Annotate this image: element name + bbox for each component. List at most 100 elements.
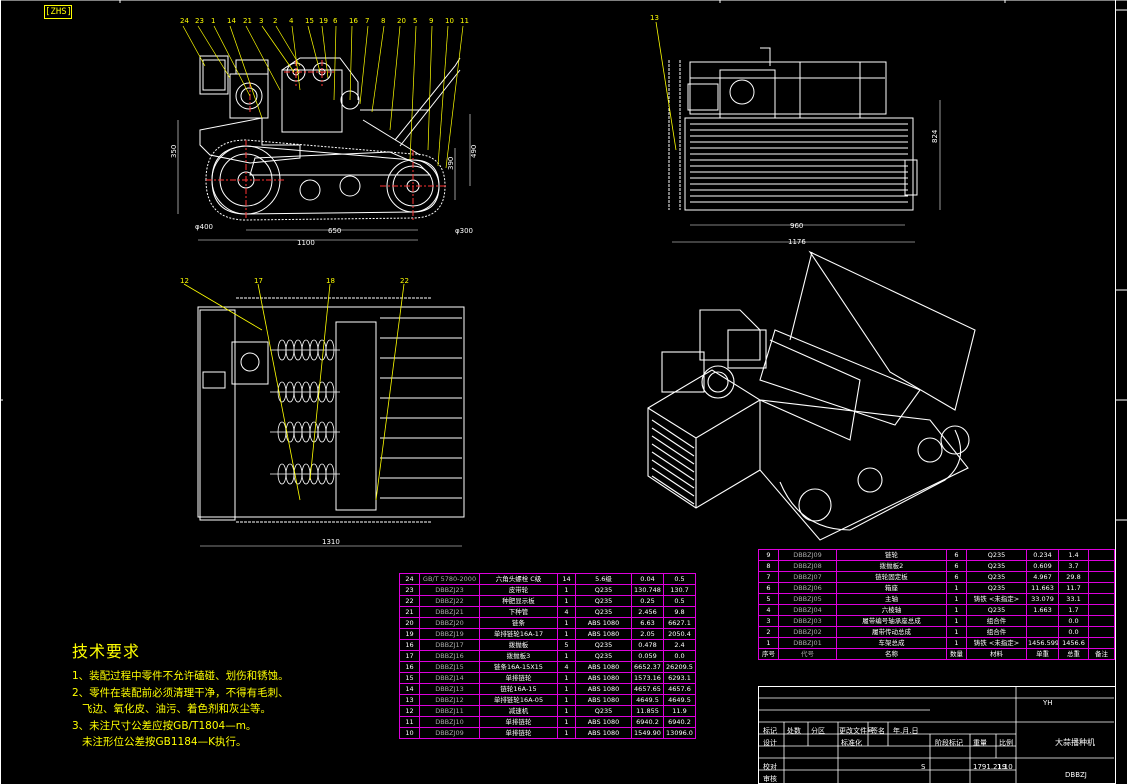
bom-cell: DBBZJ02 [778,626,837,638]
bom-cell: 主轴 [836,593,947,605]
bom-cell: 1 [946,582,967,594]
side-view [668,47,941,243]
tb-name: 大蒜播种机 [1055,738,1095,747]
bom-cell: 14 [557,573,576,585]
bom-cell: 14 [399,683,420,695]
bom-cell: 组合件 [966,626,1027,638]
bom-cell [1088,637,1115,649]
bom-cell: 3.7 [1058,560,1089,572]
bom-cell: 六棱轴 [836,604,947,616]
bom-cell: DBBZJ09 [778,549,837,561]
bom-cell: 1 [946,637,967,649]
bom-cell [1026,615,1059,627]
bom-cell: Q235 [966,604,1027,616]
balloon-17: 17 [254,277,263,285]
bom-cell: ABS 1080 [575,694,632,706]
title-block-lines [758,686,1114,784]
bom-cell: 组合件 [966,615,1027,627]
bom-cell: 序号 [758,648,779,660]
bom-cell: 1.7 [1058,604,1089,616]
dim-824: 824 [931,129,939,143]
bom-cell: 1 [557,672,576,684]
bom-cell: 4 [758,604,779,616]
louver-line [651,459,695,489]
bom-cell: 8 [758,560,779,572]
bom-cell: DBBZJ16 [419,650,480,662]
bom-cell: 10 [399,727,420,739]
tb-scale-value: 1:10 [997,763,1013,771]
bom-cell: 拨抛板3 [479,650,558,662]
dim-350: 350 [170,145,178,158]
bom-cell: DBBZJ23 [419,584,480,596]
dim-490: 490 [470,145,478,158]
bom-cell: 2 [758,626,779,638]
bom-cell: 11 [399,716,420,728]
bom-cell: Q235 [575,650,632,662]
bom-cell: 2050.4 [663,628,696,640]
bom-cell: 代号 [778,648,837,660]
bom-cell: 6627.1 [663,617,696,629]
bom-cell: 0.5 [663,573,696,585]
bom-cell: 11.855 [631,705,664,717]
tb-sign: 签名 [871,727,885,735]
bom-cell: 单排链轮 [479,727,558,739]
bom-cell: 130.748 [631,584,664,596]
balloon-leader [427,25,433,151]
tb-zone: 分区 [811,727,825,735]
tb-std: 标准化 [841,739,862,747]
bom-cell: 1573.16 [631,672,664,684]
bom-cell: 拨抛板2 [836,560,947,572]
bom-cell [1088,626,1115,638]
bom-cell: 1456.599 [1026,637,1059,649]
louver-line [651,435,695,465]
tech-line-3: 飞边、氧化皮、油污、着色剂和灰尘等。 [72,703,272,715]
balloon-20: 20 [397,17,406,25]
bom-cell: 16 [399,661,420,673]
bom-cell: 11.663 [1026,582,1059,594]
bom-cell: 种肥显示板 [479,595,558,607]
bom-cell: 1 [946,604,967,616]
tech-line-4: 3、未注尺寸公差应按GB/T1804—m。 [72,719,257,732]
bom-cell: 下种管 [479,606,558,618]
bom-cell: 15 [399,672,420,684]
bom-cell: 2.4 [663,639,696,651]
tb-drawing-no: DBBZJ [1065,771,1087,779]
tb-mark: 标记 [763,727,777,735]
bom-cell: 4.967 [1026,571,1059,583]
bom-cell: 单排链轮 [479,716,558,728]
tb-scale: 比例 [999,739,1013,747]
bom-cell: 29.8 [1058,571,1089,583]
bom-cell: 1 [557,694,576,706]
balloon-leader [359,25,369,105]
bom-cell: 皮带轮 [479,584,558,596]
bom-row: 序号代号名称数量材料单重总重备注 [758,648,1115,660]
bom-cell: DBBZJ14 [419,672,480,684]
balloon-7: 7 [365,17,369,25]
bom-cell [1088,604,1115,616]
bom-cell: 数量 [946,648,967,660]
bom-cell: 6293.1 [663,672,696,684]
bom-cell: 23 [399,584,420,596]
balloon-leader [333,25,337,101]
bom-cell: 2.456 [631,606,664,618]
bom-cell: 0.059 [631,650,664,662]
tech-line-2: 2、零件在装配前必须清理干净，不得有毛刺、 [72,686,289,699]
bom-cell: ABS 1080 [575,727,632,739]
louver-line [651,419,695,449]
bom-cell: 13 [399,694,420,706]
bom-cell: 链轮固定板 [836,571,947,583]
bom-cell: DBBZJ03 [778,615,837,627]
bom-cell: Q235 [575,595,632,607]
balloon-leader [245,25,281,91]
bom-cell: 0.234 [1026,549,1059,561]
bom-cell: DBBZJ20 [419,617,480,629]
front-view [177,55,471,241]
balloon-18: 18 [326,277,335,285]
